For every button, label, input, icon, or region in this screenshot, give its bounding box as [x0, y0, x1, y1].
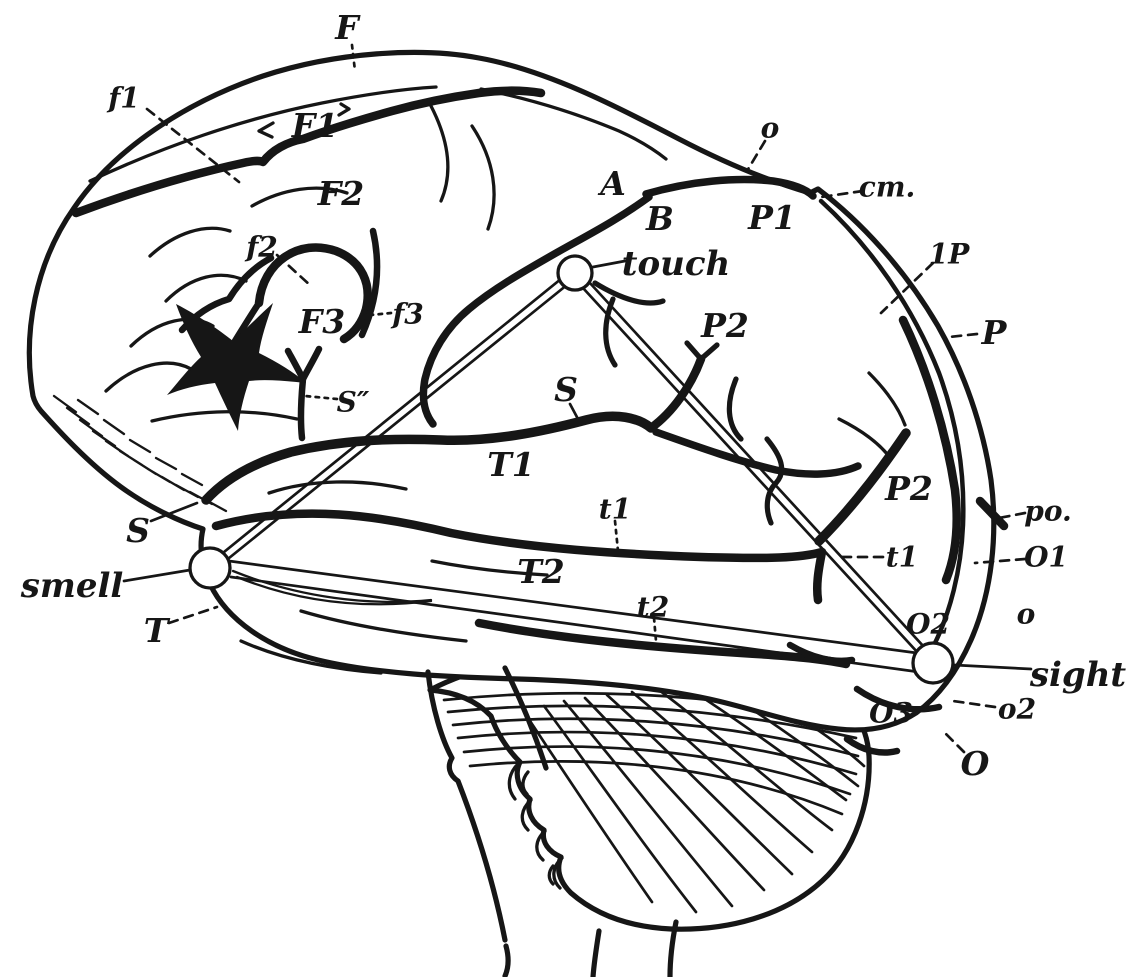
solid-leaders	[122, 259, 1033, 671]
sylvian-anterior-rami-Y	[231, 299, 323, 442]
label-f1: f1	[106, 82, 140, 115]
label-o2: o2	[998, 693, 1036, 726]
angular-stroke	[814, 428, 911, 546]
sylvian-fissure	[201, 411, 656, 505]
label-O: O	[961, 744, 990, 783]
medulla-lines	[502, 919, 679, 977]
label-f2: f2	[244, 231, 278, 264]
label-F2: F2	[317, 174, 364, 213]
smell-center-node	[188, 546, 232, 590]
label-o-right: o	[1017, 598, 1036, 631]
label-F1: F1	[291, 106, 338, 145]
parieto-occipital-notch	[975, 496, 1009, 531]
label-T: T	[144, 611, 171, 650]
orbital-hatching	[52, 394, 228, 513]
label-1P: 1P	[929, 238, 970, 271]
superior-temporal-sulcus-t1	[211, 509, 827, 605]
labels: F f1 F1 F2 f2 F3 f3 S″ A B o cm. P1 1P P…	[20, 8, 1127, 783]
sylvian-branch-fork	[684, 340, 720, 362]
label-O2: O2	[906, 608, 950, 641]
label-O1: O1	[1024, 541, 1068, 574]
superior-parietal-stroke	[642, 175, 817, 200]
gyri-thin-lines	[88, 85, 966, 675]
pons-outline-lines	[425, 665, 549, 943]
label-po: po.	[1024, 495, 1072, 528]
brainstem-pons	[425, 665, 549, 943]
label-touch: touch	[622, 244, 731, 284]
touch-smell-double-line	[206, 268, 580, 573]
label-F: F	[334, 8, 361, 47]
sight-center-node	[911, 641, 955, 685]
cerebellum	[427, 647, 872, 932]
label-S-lower: S	[126, 511, 150, 550]
label-o-top: o	[761, 112, 780, 145]
cerebellum-striations-lower	[522, 683, 866, 914]
sylvian-posterior-extension	[652, 428, 862, 478]
parietal-hooks	[592, 280, 785, 526]
label-smell: smell	[20, 566, 124, 606]
label-t1-right: t1	[886, 541, 918, 574]
superior-frontal-gyral-line	[88, 85, 668, 183]
label-O3: O3	[869, 697, 913, 730]
label-P2-upper: P2	[700, 306, 749, 345]
label-t1-mid: t1	[599, 493, 631, 526]
smell-sight-lines	[227, 559, 921, 674]
olfactory-band	[231, 569, 433, 606]
touch-sight-double-line	[570, 268, 938, 668]
label-F3: F3	[298, 302, 345, 341]
occipital-vertical-stroke	[898, 315, 961, 585]
label-sight: sight	[1029, 655, 1127, 695]
sulci-bold	[71, 86, 1009, 756]
sulcus-f3-stroke	[358, 227, 381, 339]
label-A: A	[597, 164, 626, 203]
sensory-association-lines	[188, 254, 955, 685]
label-f3: f3	[390, 298, 424, 331]
label-P2-lower: P2	[884, 469, 933, 508]
touch-center-node	[556, 254, 594, 292]
sylvian-point-blot	[167, 303, 306, 431]
label-B: B	[645, 199, 674, 238]
label-S-mid: S	[554, 370, 578, 409]
label-S-double-prime: S″	[337, 386, 370, 419]
label-P1: P1	[747, 198, 796, 237]
label-T2: T2	[517, 552, 565, 591]
label-leaders	[122, 43, 1033, 754]
label-t2: t2	[637, 591, 669, 624]
superior-frontal-sulcus-f1	[71, 86, 546, 218]
cerebellum-flocculus-lobules	[507, 761, 564, 890]
brainstem-lower	[502, 919, 679, 977]
label-cm: cm.	[859, 171, 915, 204]
frontal-temporal-squiggles	[104, 104, 907, 675]
gyrus-F3-loop	[254, 243, 372, 344]
label-T1: T1	[487, 445, 535, 484]
label-P: P	[981, 313, 1008, 352]
dotted-leaders	[303, 43, 658, 643]
sylvian-ascending-branch	[646, 354, 706, 433]
dashed-leaders	[145, 107, 1027, 754]
central-sulcus	[419, 193, 653, 428]
parietal-long-arc	[818, 198, 966, 648]
